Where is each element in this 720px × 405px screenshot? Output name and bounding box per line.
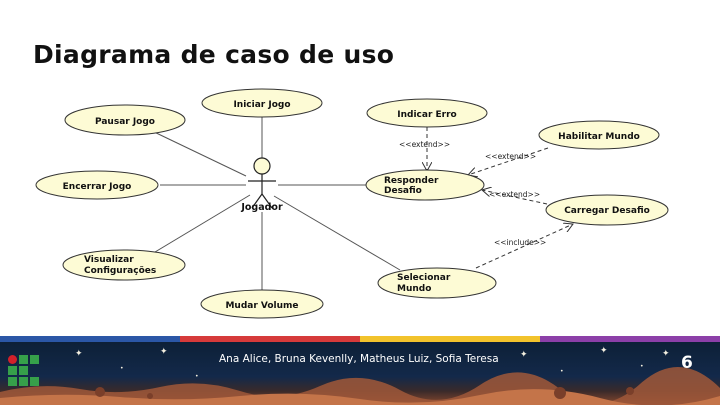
assoc-visualizar [149,194,251,256]
label-selecionar-line1: Selecionar [397,273,451,283]
stereotype-extend-carregar: <<extend>> [489,190,540,199]
star-icon: ✦ [600,346,608,356]
include-selecionar-line [475,224,573,269]
star-icon: ✦ [662,349,670,359]
footer-landscape [0,366,720,405]
slide-footer: ✦ • ✦ • ✦ • ✦ • ✦ [0,336,720,405]
label-pausar-jogo: Pausar Jogo [95,117,155,127]
actor-head [253,157,271,175]
label-habilitar-mundo: Habilitar Mundo [558,132,640,142]
dependency-lines [427,127,573,269]
star-icon: • [195,373,199,380]
association-lines [149,116,401,291]
star-icon: ✦ [520,350,528,360]
footer-stripe-red [180,336,360,342]
usecase-responder-desafio[interactable] [365,169,485,201]
usecase-pausar-jogo[interactable] [64,104,186,136]
usecase-encerrar-jogo[interactable] [35,170,159,200]
label-visualizar-line1: Visualizar [84,255,134,265]
stereotype-extend-habilitar: <<extend>> [485,152,536,161]
label-visualizar-line2: Configurações [84,266,156,276]
label-indicar-erro: Indicar Erro [397,110,456,120]
footer-stripe-purple [540,336,720,342]
assoc-pausar [149,129,247,177]
actor-right-leg [261,193,273,209]
stereotype-include-selecionar: <<include>> [494,238,546,247]
star-icon: • [640,363,644,370]
star-icon: • [560,368,564,375]
footer-authors: Ana Alice, Bruna Kevenlly, Matheus Luiz,… [219,353,499,365]
slide-title: Diagrama de caso de uso [33,40,395,69]
actor-jogador-figure[interactable] [248,157,276,209]
label-mudar-volume: Mudar Volume [225,301,298,311]
usecase-habilitar-mundo[interactable] [538,120,660,150]
actor-left-leg [251,193,263,209]
institution-logo [8,355,42,389]
use-case-diagram: Jogador Iniciar Jogo Pausar Jogo Encerra… [35,88,669,319]
page-number: 6 [681,353,693,373]
label-iniciar-jogo: Iniciar Jogo [233,100,290,110]
usecase-visualizar-configuracoes[interactable] [62,249,186,281]
star-icon: ✦ [160,347,168,357]
usecase-selecionar-mundo[interactable] [377,267,497,299]
logo-red-dot [8,355,17,364]
label-encerrar-jogo: Encerrar Jogo [63,182,132,192]
footer-space-background: ✦ • ✦ • ✦ • ✦ • ✦ [0,342,720,405]
assoc-selecionar [273,195,401,271]
label-selecionar-line2: Mundo [397,284,431,294]
usecase-iniciar-jogo[interactable] [201,88,323,118]
extend-habilitar-line [468,147,549,175]
star-icon: ✦ [75,349,83,359]
usecase-indicar-erro[interactable] [366,98,488,128]
star-icon: • [120,365,124,372]
footer-stripe-blue [0,336,180,342]
usecase-carregar-desafio[interactable] [545,194,669,226]
label-responder-line1: Responder [384,176,439,186]
footer-stripe-yellow [360,336,540,342]
label-responder-line2: Desafio [384,186,422,196]
usecase-mudar-volume[interactable] [200,289,324,319]
stereotype-extend-indicar: <<extend>> [399,140,450,149]
label-carregar-desafio: Carregar Desafio [564,206,650,216]
actor-label: Jogador [240,202,283,213]
